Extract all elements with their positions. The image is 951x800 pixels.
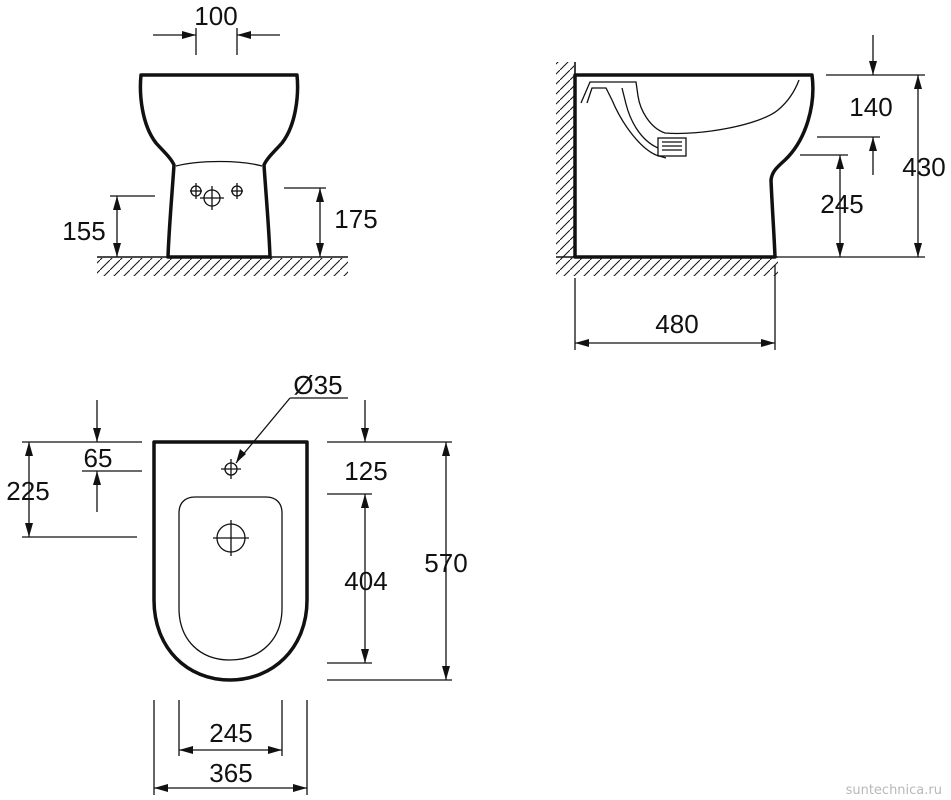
- top-bowl-inner: [178, 496, 283, 661]
- front-floor-hatch: [97, 258, 348, 276]
- dim-front-left-height: 155: [62, 195, 155, 257]
- side-wall-hatch: [556, 62, 574, 258]
- dim-front-right-height-label: 175: [334, 204, 377, 234]
- dim-side-depth: 480: [574, 265, 776, 350]
- dim-side-outlet-height: 245: [800, 154, 864, 257]
- dim-bowl-length-label: 404: [344, 566, 387, 596]
- dim-side-total-height: 430: [778, 75, 946, 258]
- dim-bowl-width: 245: [178, 700, 283, 756]
- dim-tap-hole-offset: 65: [22, 400, 142, 512]
- dim-tap-hole-diameter: Ø35: [235, 370, 348, 464]
- front-rim-curve: [175, 160, 263, 167]
- dim-side-total-height-label: 430: [902, 152, 945, 182]
- side-outlet: [657, 137, 687, 157]
- top-tap-hole: [221, 459, 241, 479]
- dim-total-width: 365: [153, 700, 308, 795]
- dim-front-right-height: 175: [284, 187, 378, 257]
- watermark: suntechnica.ru: [846, 783, 942, 798]
- dim-bowl-length: 404: [327, 494, 388, 664]
- dim-drain-offset: 225: [6, 442, 137, 538]
- dim-hole-spacing-label: 100: [194, 1, 237, 31]
- side-bowl-inner: [580, 79, 800, 135]
- side-trap-inner: [586, 87, 667, 159]
- dim-bowl-width-label: 245: [209, 718, 252, 748]
- dim-front-left-height-label: 155: [62, 216, 105, 246]
- dim-tap-hole-diameter-label: Ø35: [293, 370, 342, 400]
- dim-hole-spacing: 100: [153, 1, 280, 55]
- front-bidet-outline: [138, 73, 300, 259]
- dim-tap-hole-offset-label: 65: [84, 443, 113, 473]
- dim-bowl-start: 125: [327, 400, 452, 495]
- side-trap-outer: [621, 87, 659, 149]
- side-bidet-outline: [573, 73, 815, 259]
- front-supply-holes: [190, 183, 243, 210]
- top-bidet-outline: [152, 440, 309, 682]
- top-view: Ø35 65 225 125: [6, 370, 468, 795]
- dim-bowl-start-label: 125: [344, 456, 387, 486]
- dim-side-top-offset: 140: [817, 35, 925, 175]
- dim-side-outlet-height-label: 245: [820, 189, 863, 219]
- dim-total-length: 570: [327, 442, 468, 681]
- side-view: 140 430 245 480: [556, 35, 946, 350]
- dim-side-depth-label: 480: [655, 309, 698, 339]
- dim-drain-offset-label: 225: [6, 476, 49, 506]
- top-drain-hole: [213, 520, 249, 556]
- dim-total-length-label: 570: [424, 548, 467, 578]
- side-floor-hatch: [556, 258, 778, 276]
- dim-total-width-label: 365: [209, 758, 252, 788]
- front-view: 100 155 175: [62, 1, 378, 276]
- dim-side-top-offset-label: 140: [849, 92, 892, 122]
